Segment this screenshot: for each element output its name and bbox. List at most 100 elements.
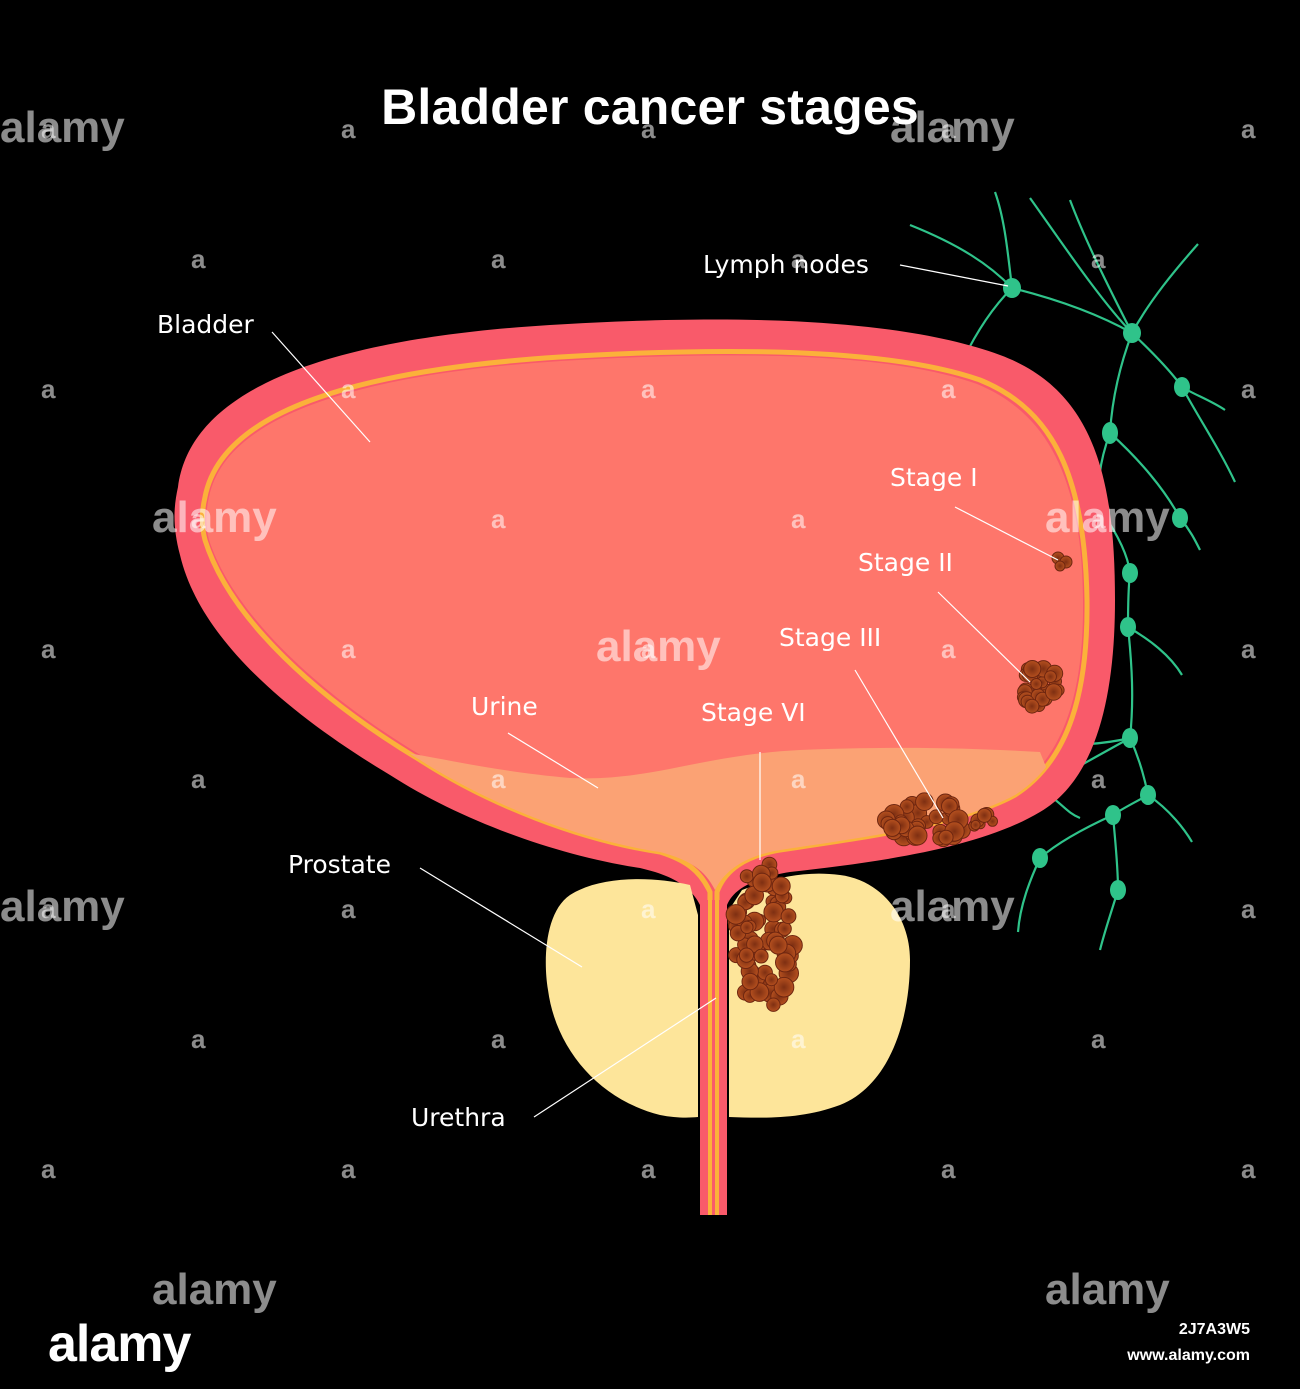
watermark-word: alamy bbox=[890, 882, 1015, 931]
tumor-stage-4 bbox=[725, 856, 803, 1012]
tumor-cell bbox=[780, 908, 797, 925]
watermark-glyph: a bbox=[191, 504, 206, 534]
tumor-cell bbox=[1030, 678, 1043, 690]
watermark-glyph: a bbox=[341, 894, 356, 924]
lymph-node bbox=[1123, 323, 1141, 343]
label-bladder: Bladder bbox=[157, 310, 254, 339]
watermark-glyph: a bbox=[941, 634, 956, 664]
watermark-glyph: a bbox=[641, 894, 656, 924]
leader-bladder bbox=[271, 331, 371, 443]
watermark-glyph: a bbox=[791, 244, 806, 274]
tumor-cell bbox=[738, 947, 755, 963]
watermark-word: alamy bbox=[152, 1265, 277, 1314]
prostate-left-lobe bbox=[545, 879, 698, 1118]
lymph-node bbox=[1105, 805, 1121, 825]
alamy-logo: alamy bbox=[48, 1315, 191, 1373]
watermark-glyph: a bbox=[341, 374, 356, 404]
image-id: 2J7A3W5 bbox=[1178, 1321, 1250, 1338]
watermark-glyph: a bbox=[41, 894, 56, 924]
tumor-cell bbox=[1044, 670, 1057, 683]
watermark-word: alamy bbox=[1045, 493, 1170, 542]
watermark-glyph: a bbox=[1241, 894, 1256, 924]
watermark-glyph: a bbox=[41, 114, 56, 144]
tumor-cell bbox=[938, 829, 954, 845]
tumor-cell bbox=[752, 872, 772, 893]
watermark-glyph: a bbox=[791, 504, 806, 534]
watermark-glyph: a bbox=[791, 1024, 806, 1054]
leader-urine bbox=[507, 732, 599, 789]
label-stage-2: Stage II bbox=[858, 548, 953, 577]
label-lymph-nodes: Lymph nodes bbox=[703, 250, 869, 279]
watermark-glyph: a bbox=[941, 1154, 956, 1184]
watermark-glyph: a bbox=[191, 764, 206, 794]
tumor-cell bbox=[928, 809, 944, 825]
watermark-glyph: a bbox=[341, 634, 356, 664]
tumor-cell bbox=[976, 807, 992, 823]
tumor-cell bbox=[771, 876, 791, 896]
watermark-glyph: a bbox=[491, 764, 506, 794]
tumor-cell bbox=[941, 797, 958, 815]
lymph-node bbox=[1003, 278, 1021, 298]
watermark-glyph: a bbox=[641, 114, 656, 144]
watermark-glyph: a bbox=[1241, 1154, 1256, 1184]
tumor-cell bbox=[753, 948, 769, 964]
watermark-word: alamy bbox=[1045, 1265, 1170, 1314]
watermark-glyph: a bbox=[491, 1024, 506, 1054]
watermark-glyph: a bbox=[341, 114, 356, 144]
lymph-node bbox=[1140, 785, 1156, 805]
site-url: www.alamy.com bbox=[1127, 1347, 1250, 1364]
tumor-cell bbox=[766, 997, 781, 1012]
watermark-glyph: a bbox=[1091, 1024, 1106, 1054]
tumor-cell bbox=[765, 973, 778, 987]
lymph-node bbox=[1172, 508, 1188, 528]
tumor-cell bbox=[1045, 683, 1063, 701]
watermark-glyph: a bbox=[1241, 374, 1256, 404]
watermark-glyph: a bbox=[191, 244, 206, 274]
lymph-node bbox=[1174, 377, 1190, 397]
watermark-word: alamy bbox=[152, 493, 277, 542]
tumor-stage-2 bbox=[1016, 660, 1065, 714]
tumor-cell bbox=[739, 869, 754, 884]
watermark-word: alamy bbox=[0, 882, 125, 931]
tumor-cell bbox=[763, 902, 784, 923]
watermark-glyph: a bbox=[791, 764, 806, 794]
watermark-glyph: a bbox=[1091, 764, 1106, 794]
watermark-glyph: a bbox=[941, 114, 956, 144]
lymph-node bbox=[1032, 848, 1048, 868]
lymph-node bbox=[1102, 422, 1118, 444]
leader-stage-1 bbox=[954, 506, 1059, 561]
lymph-node bbox=[1110, 880, 1126, 900]
tumor-cell bbox=[740, 920, 754, 935]
watermark-glyph: a bbox=[41, 634, 56, 664]
tumor-stage-1 bbox=[1051, 551, 1073, 572]
lymph-node bbox=[1122, 728, 1138, 748]
watermark-glyph: a bbox=[491, 244, 506, 274]
watermark-glyph: a bbox=[941, 374, 956, 404]
watermark-glyph: a bbox=[1091, 244, 1106, 274]
tumor-cell bbox=[741, 972, 759, 991]
urethra-tube bbox=[700, 900, 727, 1215]
tumor-cell bbox=[915, 792, 934, 812]
watermark-word: alamy bbox=[596, 622, 721, 671]
leader-lymph-nodes bbox=[899, 264, 1009, 287]
watermark-glyph: a bbox=[1091, 504, 1106, 534]
tumor-stage-3 bbox=[877, 792, 998, 848]
watermark-word: alamy bbox=[890, 103, 1015, 152]
watermark-glyph: a bbox=[1241, 114, 1256, 144]
lymph-node bbox=[1122, 563, 1138, 583]
lymph-node bbox=[1120, 617, 1136, 637]
label-urethra: Urethra bbox=[411, 1103, 506, 1132]
watermark-glyph: a bbox=[41, 374, 56, 404]
watermark-glyph: a bbox=[41, 1154, 56, 1184]
watermark-glyph: a bbox=[641, 374, 656, 404]
watermark-glyph: a bbox=[491, 504, 506, 534]
watermark-glyph: a bbox=[941, 894, 956, 924]
tumor-cell bbox=[773, 976, 795, 998]
watermark-glyph: a bbox=[341, 1154, 356, 1184]
watermark-glyph: a bbox=[641, 1154, 656, 1184]
tumor-cell bbox=[725, 904, 747, 925]
label-urine: Urine bbox=[471, 692, 538, 721]
tumor-cell bbox=[1023, 660, 1042, 678]
